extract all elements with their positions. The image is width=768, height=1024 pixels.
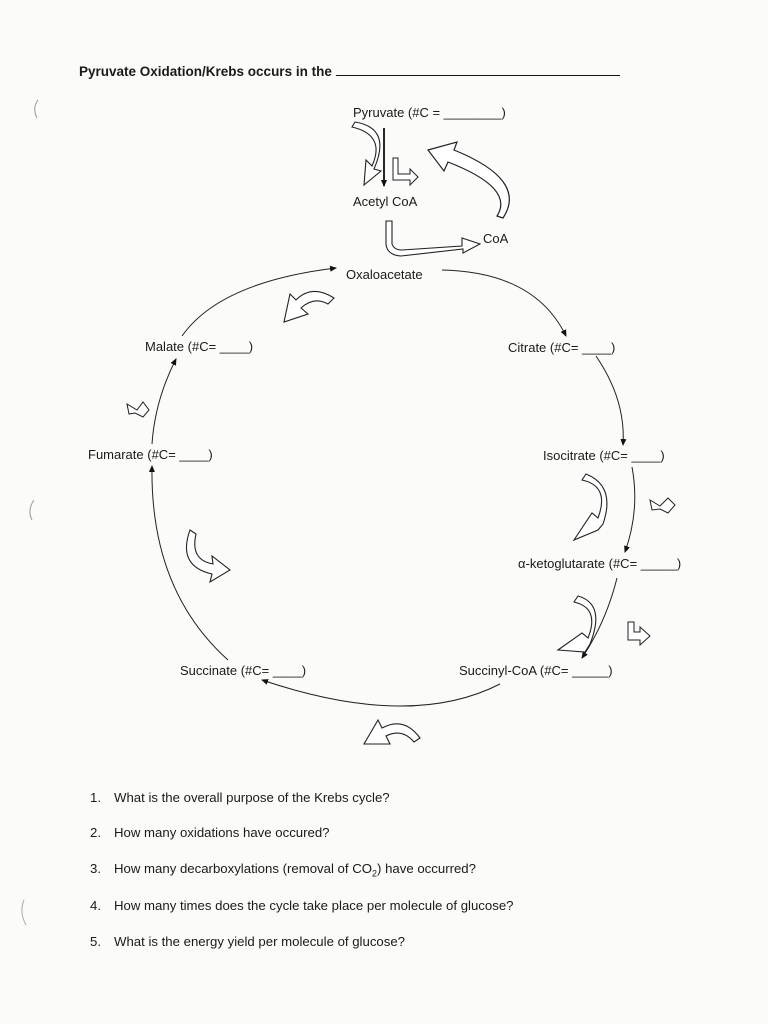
acetylcoa-to-coa-arrow — [385, 220, 482, 257]
co2-subscript: 2 — [372, 868, 378, 879]
label-succinate: Succinate (#C= ____) — [180, 663, 307, 678]
hook-arrow — [392, 157, 419, 187]
question-number: 3. — [90, 861, 101, 876]
coa-return-arrow — [426, 141, 510, 219]
title-blank-line[interactable] — [335, 64, 620, 76]
curved-arrow-ketoglutarate — [556, 595, 597, 653]
worksheet-title: Pyruvate Oxidation/Krebs occurs in the — [79, 64, 620, 79]
curved-arrow-succinylcoa — [363, 718, 421, 745]
cycle-citrate-to-isocitrate — [595, 355, 627, 446]
margin-mark — [29, 499, 35, 521]
label-malate: Malate (#C= ____) — [145, 339, 254, 354]
hook-arrow-ketoglutarate — [627, 621, 651, 647]
question-number: 4. — [90, 898, 101, 913]
cycle-ketoglutarate-to-succinylcoa — [581, 577, 618, 659]
cycle-malate-to-oxaloacetate — [181, 265, 337, 337]
question-number: 5. — [90, 934, 101, 949]
label-isocitrate: Isocitrate (#C= ____) — [543, 448, 665, 463]
cycle-isocitrate-to-ketoglutarate — [624, 466, 636, 553]
margin-mark — [34, 99, 39, 119]
hook-arrow-malate — [126, 401, 150, 418]
margin-mark — [21, 899, 27, 926]
question-text-after: ) have occurred? — [377, 861, 476, 876]
side-curved-arrow — [351, 121, 383, 187]
label-citrate: Citrate (#C= ____) — [508, 340, 616, 355]
curved-arrow-fumarate — [186, 529, 231, 584]
question-4: 4. How many times does the cycle take pla… — [90, 898, 514, 913]
label-oxaloacetate: Oxaloacetate — [346, 267, 423, 282]
question-text: How many oxidations have occured? — [114, 825, 330, 840]
title-text: Pyruvate Oxidation/Krebs occurs in the — [79, 64, 332, 79]
cycle-succinate-to-fumarate — [148, 465, 229, 661]
question-text: What is the energy yield per molecule of… — [114, 934, 406, 949]
cycle-succinylcoa-to-succinate — [261, 679, 501, 707]
question-1: 1. What is the overall purpose of the Kre… — [90, 790, 390, 805]
label-ketoglutarate: α-ketoglutarate (#C= _____) — [518, 556, 682, 571]
question-3: 3. How many decarboxylations (removal of … — [90, 861, 476, 879]
question-text: What is the overall purpose of the Krebs… — [114, 790, 390, 805]
curved-arrow-oxaloacetate — [283, 290, 335, 323]
cycle-oxaloacetate-to-citrate — [441, 269, 567, 337]
curved-arrow-isocitrate — [572, 473, 608, 542]
cycle-fumarate-to-malate — [151, 358, 177, 445]
label-succinyl-coa: Succinyl-CoA (#C= _____) — [459, 663, 613, 678]
hook-arrow-isocitrate — [649, 497, 676, 514]
label-coa: CoA — [483, 231, 509, 246]
label-acetyl-coa: Acetyl CoA — [353, 194, 418, 209]
label-fumarate: Fumarate (#C= ____) — [88, 447, 213, 462]
question-text-before: How many decarboxylations (removal of CO — [114, 861, 372, 876]
question-number: 2. — [90, 825, 101, 840]
question-5: 5. What is the energy yield per molecule … — [90, 934, 405, 949]
question-2: 2. How many oxidations have occured? — [90, 825, 330, 840]
question-text: How many times does the cycle take place… — [114, 898, 514, 913]
label-pyruvate: Pyruvate (#C = ________) — [353, 105, 506, 120]
question-number: 1. — [90, 790, 101, 805]
